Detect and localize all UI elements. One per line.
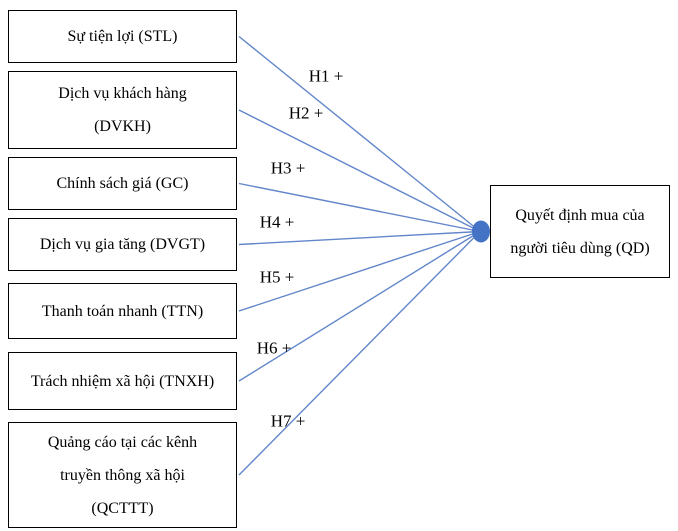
factor-box-ttn: Thanh toán nhanh (TTN) (8, 283, 237, 339)
factor-label: Dịch vụ khách hàng (58, 85, 187, 102)
hypothesis-label-h1: H1 + (308, 66, 344, 86)
factor-label: (QCTTT) (91, 499, 154, 517)
arrowhead-icon (472, 220, 490, 243)
factor-label: Chính sách giá (GC) (56, 175, 189, 192)
outcome-box-qd: Quyết định mua của người tiêu dùng (QD) (490, 185, 670, 278)
hypothesis-label-h7: H7 + (270, 411, 306, 431)
connector-line-h5 (238, 230, 481, 312)
hypothesis-label-h6: H6 + (256, 338, 292, 358)
connector-line-h6 (238, 230, 481, 382)
hypothesis-label-h3: H3 + (270, 158, 306, 178)
factor-label: Quảng cáo tại các kênh (47, 433, 198, 451)
factor-box-gc: Chính sách giá (GC) (8, 157, 237, 210)
factor-box-qcttt: Quảng cáo tại các kênh truyền thông xã h… (8, 422, 237, 528)
factor-label: Trách nhiệm xã hội (TNXH) (30, 372, 215, 390)
connector-line-h3 (238, 182, 481, 233)
factor-label: Sự tiện lợi (STL) (67, 28, 178, 45)
connector-line-h1 (238, 35, 481, 233)
connector-line-h2 (238, 109, 481, 233)
factor-box-stl: Sự tiện lợi (STL) (8, 10, 237, 63)
factor-box-dvkh: Dịch vụ khách hàng (DVKH) (8, 71, 237, 149)
factor-label: Dịch vụ gia tăng (DVGT) (39, 236, 206, 253)
hypothesis-label-h5: H5 + (259, 267, 295, 287)
factor-label: Thanh toán nhanh (TTN) (41, 302, 204, 320)
connector-line-h7 (238, 231, 481, 476)
factor-box-tnxh: Trách nhiệm xã hội (TNXH) (8, 352, 237, 410)
connector-line-h4 (238, 230, 481, 246)
factor-box-dvgt: Dịch vụ gia tăng (DVGT) (8, 218, 237, 271)
outcome-label: Quyết định mua của (515, 206, 645, 224)
hypothesis-label-h2: H2 + (288, 103, 324, 123)
factor-label: (DVKH) (94, 118, 151, 135)
outcome-label: người tiêu dùng (QD) (510, 239, 650, 257)
hypothesis-label-h4: H4 + (259, 212, 295, 232)
factor-label: truyền thông xã hội (60, 466, 185, 484)
